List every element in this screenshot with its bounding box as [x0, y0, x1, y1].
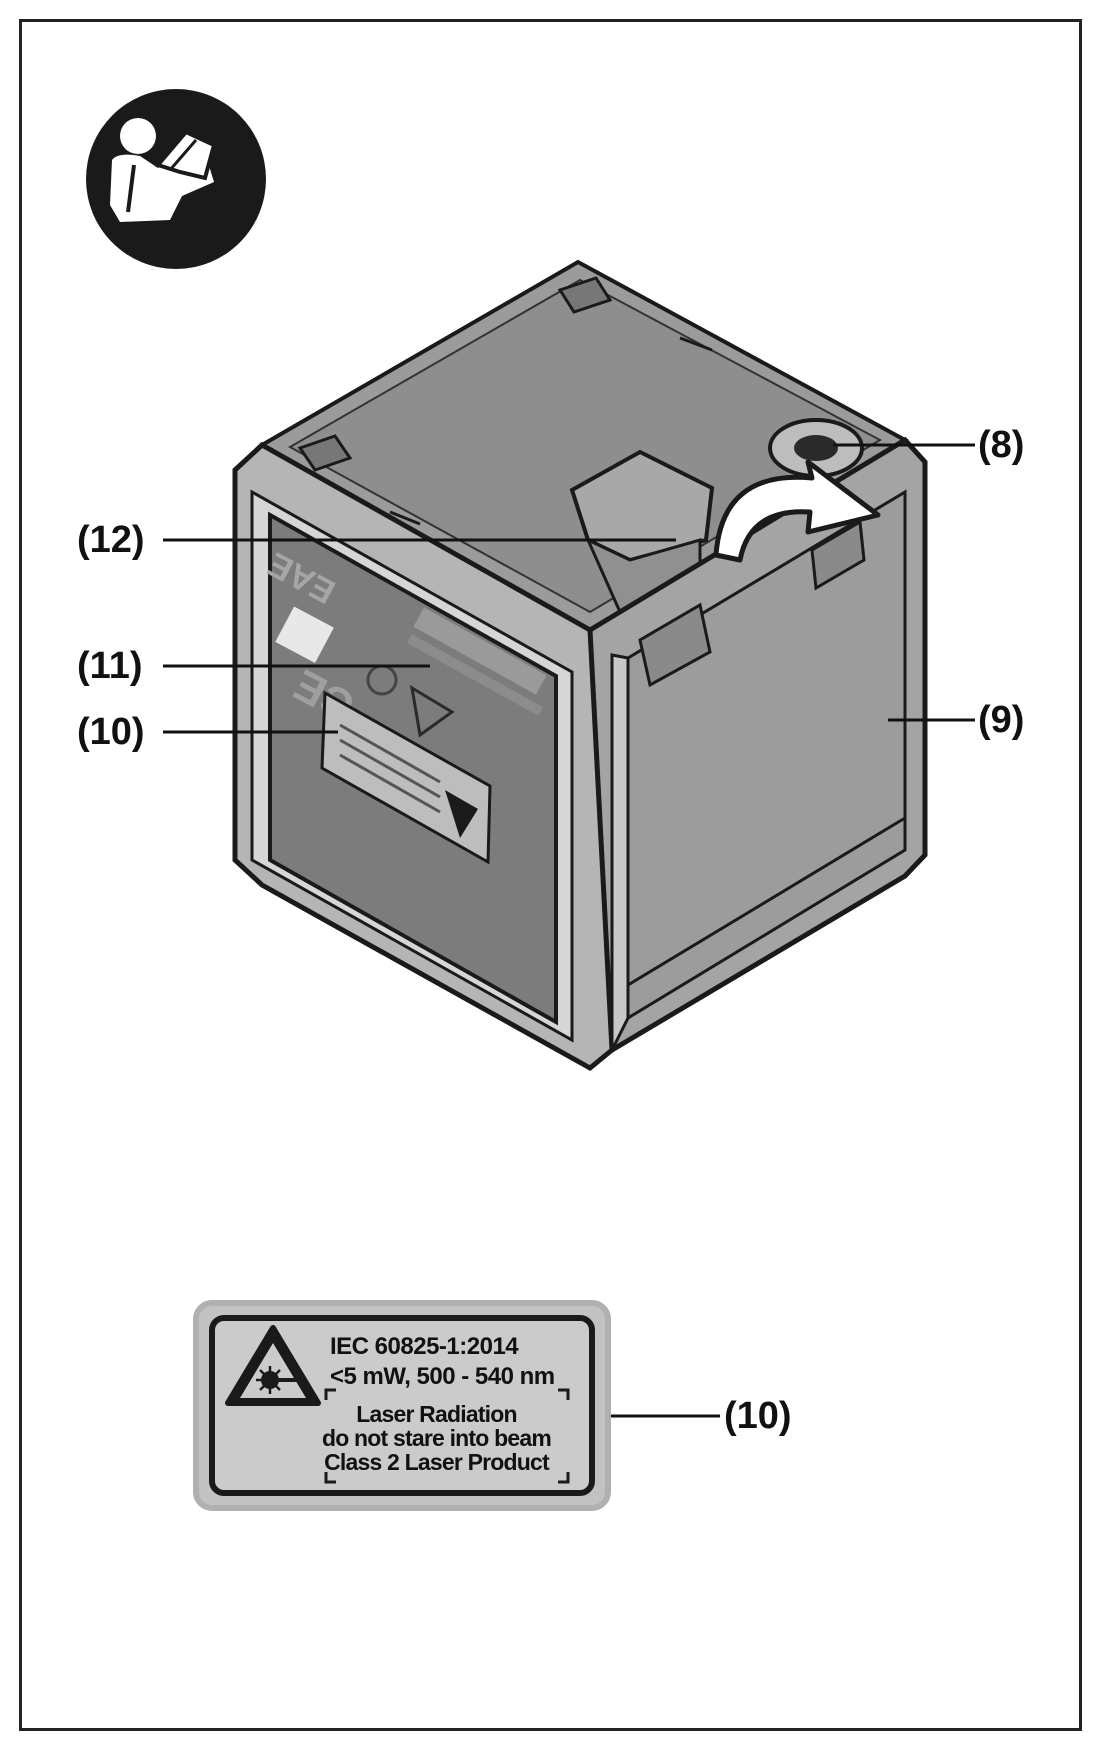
laser-radiation-text: Laser Radiation — [356, 1401, 517, 1427]
callout-10-top: (10) — [77, 711, 145, 753]
callout-12: (12) — [77, 519, 145, 561]
read-manual-icon — [86, 89, 266, 269]
device-right-face — [587, 436, 928, 1055]
page-frame — [19, 19, 1082, 1731]
callout-11: (11) — [77, 645, 143, 687]
callout-8: (8) — [978, 424, 1025, 466]
laser-warning-icon — [225, 1325, 321, 1406]
leader-lines — [163, 443, 975, 1418]
rotate-arrow-icon — [713, 459, 881, 563]
laser-class-text: Class 2 Laser Product — [324, 1449, 550, 1475]
laser-stare-text: do not stare into beam — [321, 1425, 552, 1451]
device-left-face: EAE CE — [232, 441, 615, 1072]
callout-9: (9) — [978, 699, 1025, 741]
laser-warning-label — [193, 1300, 611, 1511]
laser-standard-text: IEC 60825-1:2014 — [330, 1333, 519, 1360]
callout-10-bottom: (10) — [724, 1395, 792, 1437]
laser-power-text: <5 mW, 500 - 540 nm — [330, 1363, 555, 1390]
laser-label-text: IEC 60825-1:2014 <5 mW, 500 - 540 nm Las… — [196, 1303, 608, 1508]
